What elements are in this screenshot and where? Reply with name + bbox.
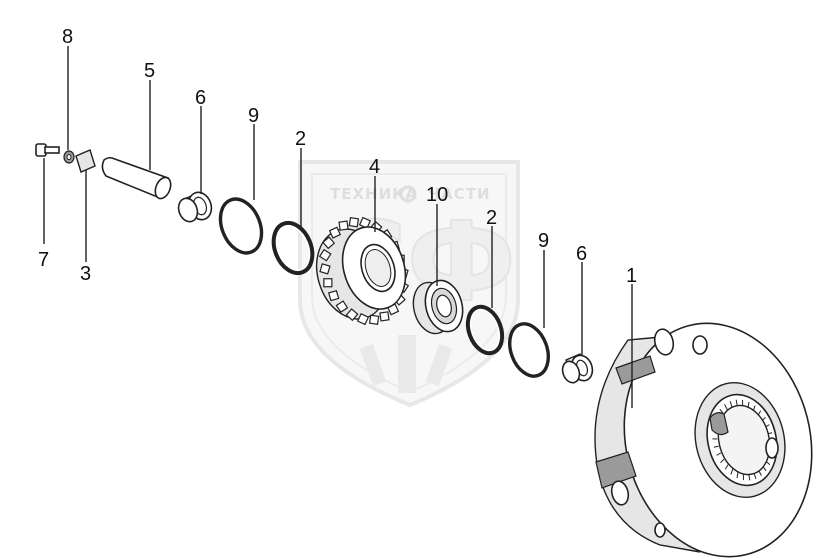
gear-tooth (323, 278, 333, 288)
part-5-pin (101, 156, 172, 200)
gear-tooth (338, 220, 349, 231)
watermark-text-left: ТЕХНИКА (330, 185, 418, 203)
gear-tooth (379, 311, 390, 322)
part-4-gear (315, 216, 410, 326)
watermark-text-right: ЧАСТИ (428, 185, 491, 203)
part-9-snap-ring-left (218, 197, 264, 255)
gear-tooth (318, 248, 332, 262)
spline-tooth (724, 404, 728, 411)
spline-tooth (724, 464, 729, 470)
callout-9-left: 9 (248, 105, 259, 127)
part-9-snap-ring-right (508, 322, 550, 378)
callout-8: 8 (62, 26, 73, 48)
callout-10: 10 (426, 184, 448, 206)
callout-5: 5 (144, 60, 155, 82)
leader-lines (43, 46, 633, 408)
callout-4: 4 (369, 156, 380, 178)
gear-tooth (335, 300, 349, 313)
gear-tooth (348, 217, 360, 228)
callout-3: 3 (80, 263, 91, 285)
part-10-bearing (412, 279, 464, 335)
gear-tooth (368, 314, 380, 325)
gear-tooth (322, 236, 336, 250)
part-6-bushing-left (177, 191, 213, 223)
spline-tooth (729, 401, 733, 408)
gear-tooth (358, 216, 372, 229)
spline-tooth (720, 458, 725, 464)
part-3-lock-plate (75, 149, 96, 173)
part-8-washer (63, 150, 75, 164)
callout-2-right: 2 (486, 207, 497, 229)
callout-labels: 8 5 6 9 2 4 10 2 9 6 1 7 3 (38, 26, 637, 287)
part-2-ring-left (271, 220, 315, 276)
spline-tooth (713, 445, 719, 448)
callout-7: 7 (38, 249, 49, 271)
part-2-ring-right (465, 304, 505, 356)
watermark-wheat-icon (359, 335, 453, 393)
part-7-bolt (35, 143, 60, 157)
callout-6-right: 6 (576, 243, 587, 265)
spline-tooth (716, 452, 722, 456)
gear-tooth (356, 313, 370, 326)
part-6-bushing-right (561, 353, 594, 384)
callout-2-left: 2 (295, 128, 306, 150)
spline-tooth (730, 468, 734, 475)
watermark-gear-icon (399, 185, 417, 203)
part-1-carrier-housing (594, 322, 813, 558)
gear-tooth (327, 289, 340, 302)
spline-tooth (736, 471, 739, 479)
gear-tooth (328, 226, 342, 239)
callout-9-right: 9 (538, 230, 549, 252)
callout-1: 1 (626, 265, 637, 287)
gear-tooth (319, 263, 331, 275)
callout-6-left: 6 (195, 87, 206, 109)
gear-tooth (345, 308, 359, 322)
